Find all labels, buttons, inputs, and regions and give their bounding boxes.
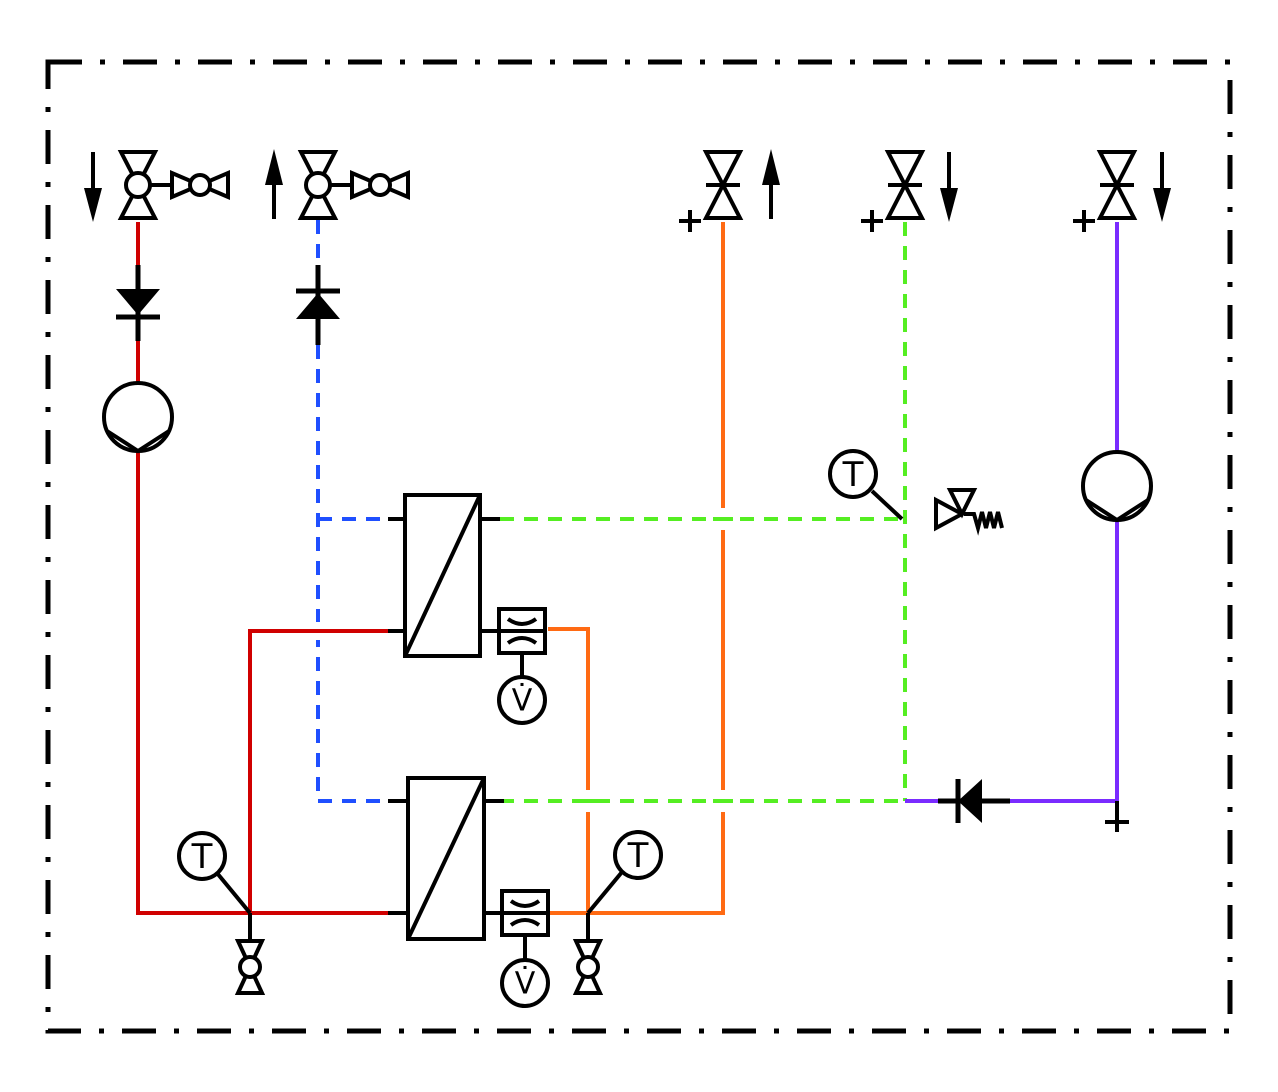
orange-pipe <box>548 222 725 915</box>
flow-direction-arrow-icon <box>84 152 102 222</box>
heat-exchanger-icon[interactable] <box>388 493 500 658</box>
flow-direction-arrow-icon <box>940 152 958 222</box>
safety-valve-icon[interactable] <box>934 488 1004 536</box>
shutoff-valve-icon[interactable] <box>679 150 742 232</box>
flow-direction-arrow-icon <box>762 149 780 219</box>
check-valve-icon[interactable] <box>116 265 160 341</box>
flow-direction-arrow-icon <box>1153 152 1171 222</box>
temperature-sensor-label: T <box>627 836 649 876</box>
temperature-sensor-icon[interactable]: T <box>828 449 904 521</box>
shutoff-valve-icon[interactable] <box>1073 150 1136 232</box>
temperature-sensor-label: T <box>842 455 864 495</box>
three-way-valve-icon[interactable] <box>299 150 354 220</box>
three-way-valve-icon[interactable] <box>119 150 174 220</box>
green-pipe <box>500 222 907 803</box>
flow-meter-label: V̇ <box>512 683 533 718</box>
check-valve-icon[interactable] <box>938 779 1010 823</box>
shutoff-valve-icon[interactable] <box>236 913 264 995</box>
supply-red-pipe <box>136 222 388 915</box>
check-valve-icon[interactable] <box>296 265 340 345</box>
pump-icon[interactable] <box>102 381 174 454</box>
temperature-sensor-icon[interactable]: T <box>586 830 663 915</box>
temperature-sensor-icon[interactable]: T <box>177 831 252 915</box>
pipe-end-cross-icon <box>1105 801 1129 832</box>
flow-meter-icon[interactable]: V̇ <box>500 889 550 1008</box>
flow-meter-label: V̇ <box>515 966 536 1001</box>
shutoff-valve-icon[interactable] <box>574 913 602 995</box>
pump-icon[interactable] <box>1081 450 1153 523</box>
heat-exchanger-icon[interactable] <box>388 776 504 941</box>
temperature-sensor-label: T <box>191 837 213 877</box>
shutoff-valve-icon[interactable] <box>170 171 230 199</box>
flow-direction-arrow-icon <box>265 149 283 219</box>
system-boundary <box>45 59 1233 1034</box>
flow-meter-icon[interactable]: V̇ <box>497 607 547 725</box>
shutoff-valve-icon[interactable] <box>350 171 410 199</box>
shutoff-valve-icon[interactable] <box>861 150 924 232</box>
